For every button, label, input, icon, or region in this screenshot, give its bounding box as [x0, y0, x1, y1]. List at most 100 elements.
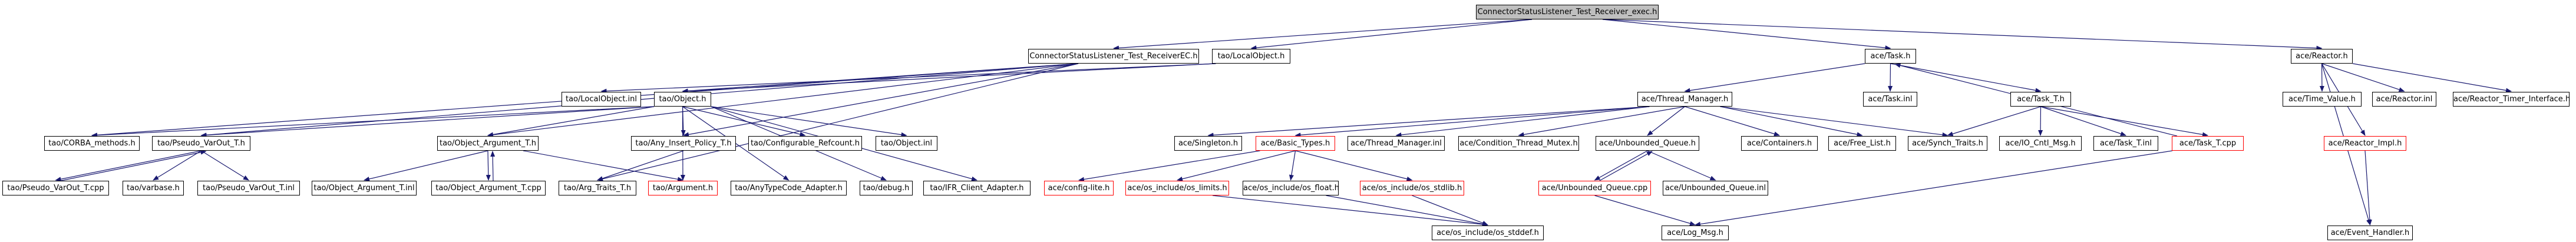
include-edge-os_limits-to-os_stddef	[1212, 195, 1488, 227]
include-edge-os_stdlib-to-os_stddef	[1412, 195, 1488, 226]
include-edge-object_h-to-configurable_refcount	[682, 106, 806, 137]
graph-node-thread_manager_h[interactable]: ace/Thread_Manager.h	[1637, 92, 1732, 107]
graph-node-log_msg[interactable]: ace/Log_Msg.h	[1662, 226, 1729, 240]
graph-node-unbounded_queue_inl[interactable]: ace/Unbounded_Queue.inl	[1663, 181, 1768, 195]
include-edge-thread_manager_h-to-unbounded_queue_h	[1647, 106, 1685, 136]
include-edge-object_argument_h-to-object_argument_inl	[364, 150, 488, 181]
graph-node-any_insert_policy[interactable]: tao/Any_Insert_Policy_T.h	[631, 136, 736, 151]
include-edge-thread_manager_h-to-singleton	[1207, 106, 1650, 138]
graph-node-task_inl[interactable]: ace/Task.inl	[1863, 92, 1917, 107]
include-edge-unbounded_queue_cpp-to-unbounded_queue_h	[1599, 151, 1653, 181]
graph-node-unbounded_queue_cpp[interactable]: ace/Unbounded_Queue.cpp	[1538, 181, 1651, 195]
graph-node-synch_traits[interactable]: ace/Synch_Traits.h	[1908, 136, 1987, 151]
include-edge-localobject_h-to-localobject_inl	[600, 63, 1216, 94]
graph-node-task_h[interactable]: ace/Task.h	[1865, 49, 1916, 64]
include-edge-reactor_impl-to-event_handler	[2364, 150, 2372, 226]
include-edge-pseudo_varout_h-to-pseudo_varout_inl	[201, 150, 249, 181]
graph-node-singleton[interactable]: ace/Singleton.h	[1174, 136, 1242, 151]
graph-node-object_inl[interactable]: tao/Object.inl	[876, 136, 937, 151]
graph-node-condition_thread_mutex[interactable]: ace/Condition_Thread_Mutex.h	[1458, 136, 1579, 151]
graph-node-reactor_inl[interactable]: ace/Reactor.inl	[2372, 92, 2436, 107]
graph-node-task_t_inl[interactable]: ace/Task_T.inl	[2093, 136, 2158, 151]
include-edge-task_t_h-to-task_t_inl	[2040, 106, 2126, 136]
graph-node-pseudo_varout_cpp[interactable]: tao/Pseudo_VarOut_T.cpp	[2, 181, 109, 195]
graph-node-task_t_h[interactable]: ace/Task_T.h	[2010, 92, 2071, 107]
include-edge-unbounded_queue_h-to-unbounded_queue_inl	[1647, 150, 1716, 181]
graph-node-reactor_h[interactable]: ace/Reactor.h	[2291, 49, 2353, 64]
graph-node-exec: ConnectorStatusListener_Test_Receiver_ex…	[1476, 5, 1659, 19]
graph-node-reactor_impl[interactable]: ace/Reactor_Impl.h	[2324, 136, 2406, 151]
include-edge-object_argument_h-to-argument	[523, 150, 683, 182]
graph-node-corba_methods[interactable]: tao/CORBA_methods.h	[44, 136, 140, 151]
graph-node-debug[interactable]: tao/debug.h	[860, 181, 913, 195]
include-edge-reactor_h-to-time_value	[2319, 63, 2324, 92]
include-edge-exec-to-reactor_h	[1602, 19, 2323, 51]
include-edge-exec-to-ec	[1113, 19, 1533, 51]
include-edge-unbounded_queue_h-to-unbounded_queue_cpp	[1594, 150, 1648, 181]
include-edge-object_h-to-pseudo_varout_h	[200, 106, 655, 138]
include-edge-pseudo_varout_h-to-pseudo_varout_cpp	[55, 150, 202, 182]
graph-node-io_cntl[interactable]: ace/IO_Cntl_Msg.h	[1999, 136, 2082, 151]
include-edge-task_t_h-to-synch_traits	[1947, 106, 2041, 137]
graph-node-config_lite[interactable]: ace/config-lite.h	[1044, 181, 1114, 195]
include-edge-reactor_h-to-reactor_inl	[2321, 63, 2405, 92]
graph-node-anytypecode[interactable]: tao/AnyTypeCode_Adapter.h	[731, 181, 847, 195]
include-edge-thread_manager_h-to-containers	[1685, 106, 1780, 137]
include-edge-pseudo_varout_h-to-varbase	[153, 150, 202, 181]
graph-node-arg_traits[interactable]: tao/Arg_Traits_T.h	[559, 181, 636, 195]
graph-node-ifr_client[interactable]: tao/IFR_Client_Adapter.h	[923, 181, 1031, 195]
graph-node-basic_types[interactable]: ace/Basic_Types.h	[1256, 136, 1335, 151]
include-edge-basic_types-to-config_lite	[1078, 150, 1260, 182]
include-edge-thread_manager_h-to-thread_manager_inl	[1395, 106, 1650, 137]
include-edge-task_t_h-to-task_t_cpp	[2040, 106, 2208, 137]
graph-node-object_argument_h[interactable]: tao/Object_Argument_T.h	[437, 136, 539, 151]
include-edge-os_float-to-os_stddef	[1326, 195, 1488, 227]
graph-node-argument[interactable]: tao/Argument.h	[648, 181, 718, 195]
graph-node-time_value[interactable]: ace/Time_Value.h	[2283, 92, 2362, 107]
include-edge-object_h-to-object_argument_h	[487, 106, 655, 137]
include-edge-any_insert_policy-to-arg_traits	[597, 150, 684, 181]
include-edge-thread_manager_h-to-free_list	[1720, 106, 1863, 137]
graph-node-task_t_cpp[interactable]: ace/Task_T.cpp	[2172, 136, 2244, 151]
graph-node-os_stdlib[interactable]: ace/os_include/os_stdlib.h	[1360, 181, 1464, 195]
include-edge-basic_types-to-os_limits	[1177, 150, 1296, 181]
include-edge-localobject_h-to-object_h	[682, 63, 1216, 94]
graph-node-event_handler[interactable]: ace/Event_Handler.h	[2327, 226, 2413, 240]
include-edge-thread_manager_h-to-basic_types	[1294, 106, 1650, 138]
graph-node-localobject_h[interactable]: tao/LocalObject.h	[1212, 49, 1290, 64]
graph-node-reactor_timer[interactable]: ace/Reactor_Timer_Interface.h	[2453, 92, 2570, 107]
include-edge-ec-to-any_insert_policy	[683, 63, 1079, 137]
graph-node-thread_manager_inl[interactable]: ace/Thread_Manager.inl	[1348, 136, 1445, 151]
graph-node-pseudo_varout_inl[interactable]: tao/Pseudo_VarOut_T.inl	[197, 181, 300, 195]
graph-node-localobject_inl[interactable]: tao/LocalObject.inl	[562, 92, 641, 107]
graph-node-pseudo_varout_h[interactable]: tao/Pseudo_VarOut_T.h	[152, 136, 250, 151]
graph-node-os_stddef[interactable]: ace/os_include/os_stddef.h	[1432, 226, 1544, 240]
graph-node-object_argument_inl[interactable]: tao/Object_Argument_T.inl	[312, 181, 417, 195]
graph-node-containers[interactable]: ace/Containers.h	[1741, 136, 1818, 151]
include-edge-exec-to-localobject_h	[1250, 19, 1533, 51]
include-edge-task_t_h-to-io_cntl	[2038, 106, 2043, 136]
graph-node-ec[interactable]: ConnectorStatusListener_Test_ReceiverEC.…	[1028, 49, 1199, 64]
graph-node-object_h[interactable]: tao/Object.h	[654, 92, 711, 107]
include-edge-object_h-to-corba_methods	[91, 106, 655, 138]
graph-node-free_list[interactable]: ace/Free_List.h	[1828, 136, 1896, 151]
include-edge-reactor_h-to-reactor_timer	[2352, 63, 2512, 93]
include-edge-thread_manager_h-to-synch_traits	[1720, 106, 1948, 137]
include-edge-thread_manager_h-to-condition_thread_mutex	[1518, 106, 1685, 137]
include-edge-object_h-to-object_inl	[711, 106, 907, 137]
include-edge-basic_types-to-os_float	[1289, 150, 1296, 181]
include-edge-task_t_cpp-to-log_msg	[1695, 150, 2173, 227]
graph-node-unbounded_queue_h[interactable]: ace/Unbounded_Queue.h	[1596, 136, 1699, 151]
graph-node-configurable_refcount[interactable]: tao/Configurable_Refcount.h	[748, 136, 862, 151]
include-edge-task_h-to-task_t_h	[1890, 63, 2042, 93]
include-edge-basic_types-to-os_stdlib	[1295, 150, 1413, 181]
include-edge-ec-to-arg_traits	[597, 63, 1079, 181]
include-edge-exec-to-task_h	[1602, 19, 1891, 51]
graph-node-varbase[interactable]: tao/varbase.h	[123, 181, 184, 195]
graph-node-object_argument_cpp[interactable]: tao/Object_Argument_T.cpp	[431, 181, 546, 195]
graph-node-os_float[interactable]: ace/os_include/os_float.h	[1243, 181, 1339, 195]
graph-node-os_limits[interactable]: ace/os_include/os_limits.h	[1125, 181, 1229, 195]
